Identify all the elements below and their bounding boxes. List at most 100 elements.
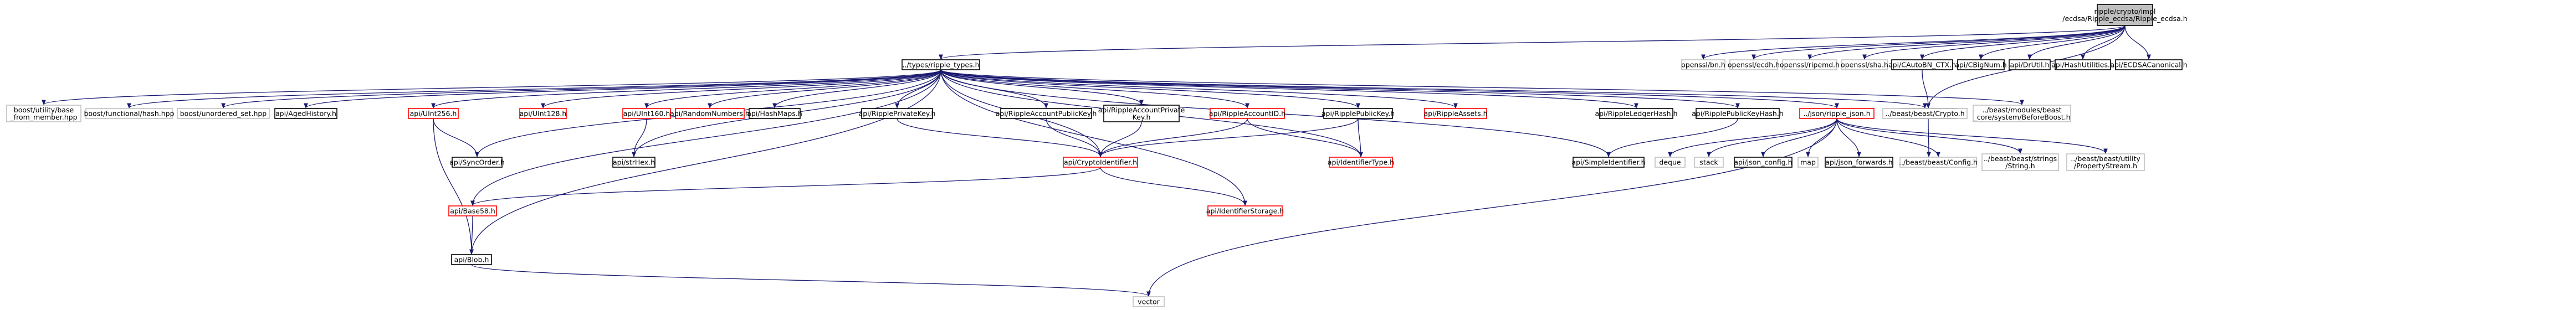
node-box bbox=[1973, 105, 2071, 122]
node-box bbox=[622, 108, 671, 119]
edge-racctid-to-idtype bbox=[1247, 118, 1361, 157]
node-json[interactable]: ../json/ripple_json.h bbox=[1799, 108, 1875, 119]
node-racctid[interactable]: api/RippleAccountID.h bbox=[1209, 108, 1286, 119]
node-types[interactable]: ../types/ripple_types.h bbox=[902, 59, 980, 70]
node-simpleid[interactable]: api/SimpleIdentifier.h bbox=[1571, 157, 1646, 168]
node-json-config[interactable]: api/json_config.h bbox=[1734, 157, 1793, 168]
node-label: ../json/ripple_json.h bbox=[1803, 110, 1870, 118]
edge-bignumerr-to-stdexcept bbox=[1928, 118, 1929, 157]
node-openssl-ripemd: openssl/ripemd.h bbox=[1780, 59, 1840, 70]
node-racctpubkey[interactable]: api/RippleAccountPublicKey.h bbox=[996, 108, 1097, 119]
node-label: map bbox=[1800, 158, 1816, 167]
node-idstorage[interactable]: api/IdentifierStorage.h bbox=[1206, 205, 1284, 216]
edge-root-to-openssl_ripemd bbox=[1810, 25, 2126, 59]
node-box bbox=[519, 108, 567, 119]
node-box bbox=[861, 108, 933, 119]
node-box bbox=[274, 108, 337, 119]
node-label: ../beast/beast/utility bbox=[2071, 154, 2140, 163]
nodes-layer: ripple/crypto/impl/ecdsa/Ripple_ecdsa/Ri… bbox=[6, 4, 2188, 307]
node-box bbox=[451, 254, 492, 265]
node-uint128[interactable]: api/UInt128.h bbox=[519, 108, 567, 119]
edge-cautobn-to-bignumerr bbox=[1922, 69, 1928, 108]
node-rledgerhash[interactable]: api/RippleLedgerHash.h bbox=[1595, 108, 1678, 119]
edge-cryptoid-to-base58 bbox=[473, 167, 1101, 205]
node-syncorder[interactable]: api/SyncOrder.h bbox=[449, 157, 505, 168]
node-box bbox=[1207, 205, 1283, 216]
node-deque: deque bbox=[1655, 157, 1686, 168]
edge-uint160-to-strhex bbox=[634, 118, 647, 157]
node-box bbox=[1133, 296, 1165, 307]
node-hashutil[interactable]: api/HashUtilities.h bbox=[2051, 59, 2114, 70]
node-agedhistory[interactable]: api/AgedHistory.h bbox=[274, 108, 337, 119]
node-box bbox=[1957, 59, 2005, 70]
node-uint256[interactable]: api/UInt256.h bbox=[408, 108, 459, 119]
node-label: /PropertyStream.h bbox=[2074, 162, 2137, 170]
node-label: api/SyncOrder.h bbox=[449, 158, 505, 167]
node-cbignum[interactable]: api/CBigNum.h bbox=[1955, 59, 2007, 70]
node-box bbox=[1063, 157, 1138, 168]
edge-types-to-idstorage bbox=[940, 69, 1245, 205]
node-json-forwards[interactable]: api/json_forwards.h bbox=[1825, 157, 1893, 168]
node-box bbox=[1782, 59, 1837, 70]
node-rpubkey[interactable]: api/RipplePublicKey.h bbox=[1322, 108, 1395, 119]
node-randomnumbers[interactable]: api/RandomNumbers.h bbox=[670, 108, 750, 119]
node-label: api/CryptoIdentifier.h bbox=[1064, 158, 1137, 167]
node-rassets[interactable]: api/RippleAssets.h bbox=[1423, 108, 1488, 119]
edge-types-to-uint256 bbox=[433, 69, 941, 108]
edge-blob-to-vector bbox=[471, 264, 1149, 296]
node-label: ripple/crypto/impl bbox=[2094, 7, 2155, 16]
node-box bbox=[1424, 108, 1487, 119]
node-label: openssl/sha.h bbox=[1841, 61, 1888, 69]
node-label: api/UInt128.h bbox=[520, 110, 567, 118]
node-box bbox=[1323, 108, 1393, 119]
node-beast-propstream: ../beast/beast/utility/PropertyStream.h bbox=[2066, 153, 2145, 171]
node-box bbox=[1681, 59, 1725, 70]
node-rprivkey[interactable]: api/RipplePrivateKey.h bbox=[859, 108, 936, 119]
edge-types-to-beast_crypto bbox=[940, 69, 1925, 108]
node-box bbox=[1599, 108, 1673, 119]
node-ecdsacanon[interactable]: api/ECDSACanonical.h bbox=[2110, 59, 2188, 70]
node-label: Key.h bbox=[1133, 113, 1151, 121]
edge-json-to-deque bbox=[1670, 118, 1837, 157]
node-box bbox=[1655, 157, 1686, 168]
node-box bbox=[1891, 59, 1953, 70]
node-label: api/DrUtil.h bbox=[2010, 61, 2050, 69]
node-root: ripple/crypto/impl/ecdsa/Ripple_ecdsa/Ri… bbox=[2062, 4, 2188, 26]
node-label: boost/functional/hash.hpp bbox=[84, 110, 174, 118]
node-label: openssl/bn.h bbox=[1681, 61, 1725, 69]
edge-uint256-to-blob bbox=[433, 118, 472, 254]
node-cautobn[interactable]: api/CAutoBN_CTX.h bbox=[1888, 59, 1956, 70]
edge-racctpubkey-to-cryptoid bbox=[1046, 118, 1100, 157]
node-box bbox=[1694, 157, 1724, 168]
edge-root-to-cautobn bbox=[1922, 25, 2126, 59]
node-base-from-member: boost/utility/base_from_member.hpp bbox=[6, 105, 81, 122]
edge-json-to-beast_config bbox=[1836, 118, 1938, 157]
node-label: boost/unordered_set.hpp bbox=[180, 110, 267, 118]
node-label: api/CAutoBN_CTX.h bbox=[1888, 61, 1956, 69]
node-box bbox=[2055, 59, 2111, 70]
edge-rpubkey-to-cryptoid bbox=[1100, 118, 1359, 157]
node-drutil[interactable]: api/DrUtil.h bbox=[2009, 59, 2051, 70]
node-box bbox=[6, 105, 81, 122]
node-hashmaps[interactable]: api/HashMaps.h bbox=[747, 108, 802, 119]
node-box bbox=[408, 108, 459, 119]
node-label: api/SimpleIdentifier.h bbox=[1571, 158, 1645, 167]
edge-base58-to-blob bbox=[472, 215, 473, 254]
node-box bbox=[1797, 157, 1819, 168]
node-strhex[interactable]: api/strHex.h bbox=[612, 157, 655, 168]
node-idtype[interactable]: api/IdentifierType.h bbox=[1328, 157, 1394, 168]
node-rpubkeyhash[interactable]: api/RipplePublicKeyHash.h bbox=[1692, 108, 1784, 119]
edge-racctprivkey-to-cryptoid bbox=[1100, 121, 1142, 157]
edge-types-to-base_from_member bbox=[44, 69, 941, 105]
node-cryptoid[interactable]: api/CryptoIdentifier.h bbox=[1063, 157, 1138, 168]
node-base58[interactable]: api/Base58.h bbox=[448, 205, 497, 216]
edge-root-to-openssl_ecdh bbox=[1754, 25, 2126, 60]
node-blob[interactable]: api/Blob.h bbox=[451, 254, 492, 265]
node-uint160[interactable]: api/UInt160.h bbox=[622, 108, 671, 119]
node-label: api/Base58.h bbox=[450, 207, 495, 215]
edge-types-to-unordered_set bbox=[223, 69, 941, 108]
node-box bbox=[1899, 157, 1977, 168]
edge-root-to-ecdsacanon bbox=[2124, 25, 2149, 59]
node-box bbox=[1696, 108, 1780, 119]
